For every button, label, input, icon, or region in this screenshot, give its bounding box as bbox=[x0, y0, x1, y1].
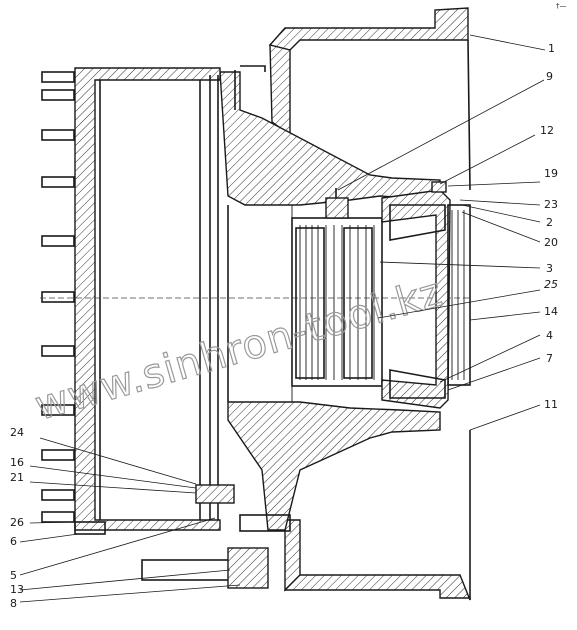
callout-14: 14 bbox=[544, 305, 558, 318]
callout-9: 9 bbox=[546, 70, 553, 83]
callout-20: 20 bbox=[544, 236, 558, 249]
disc-pack bbox=[291, 188, 383, 387]
callout-24: 24 bbox=[10, 426, 24, 439]
drum-housing bbox=[268, 7, 471, 601]
callout-7: 7 bbox=[546, 352, 553, 365]
wheel-studs bbox=[41, 71, 75, 523]
corner-mark: †— bbox=[556, 2, 567, 10]
callout-16: 16 bbox=[10, 456, 24, 469]
left-housing bbox=[74, 65, 266, 531]
stud bbox=[41, 129, 75, 141]
stud bbox=[41, 345, 75, 357]
callout-25: 25 bbox=[544, 278, 558, 291]
callout-2: 2 bbox=[546, 216, 553, 229]
callouts: 1 9 12 19 23 2 20 3 25 14 4 7 11 24 16 2… bbox=[10, 42, 558, 610]
callout-5: 5 bbox=[10, 569, 17, 582]
stud bbox=[41, 404, 75, 416]
stud bbox=[41, 489, 75, 501]
callout-1: 1 bbox=[548, 42, 555, 55]
stud bbox=[41, 449, 75, 461]
callout-8: 8 bbox=[10, 597, 17, 610]
stud bbox=[41, 291, 75, 303]
callout-26: 26 bbox=[10, 516, 24, 529]
callout-11: 11 bbox=[544, 398, 558, 411]
callout-19: 19 bbox=[544, 167, 558, 180]
callout-6: 6 bbox=[10, 535, 17, 548]
callout-23: 23 bbox=[544, 198, 558, 211]
bearing-assembly bbox=[381, 181, 471, 409]
stud bbox=[41, 176, 75, 188]
callout-4: 4 bbox=[546, 329, 553, 342]
callout-21: 21 bbox=[10, 471, 24, 484]
stud bbox=[41, 235, 75, 247]
stud bbox=[41, 71, 75, 83]
stud bbox=[41, 511, 75, 523]
callout-12: 12 bbox=[540, 124, 554, 137]
leader-lines bbox=[19, 34, 546, 603]
stud bbox=[41, 89, 75, 101]
lower-fasteners bbox=[74, 484, 291, 589]
callout-3: 3 bbox=[546, 262, 553, 275]
callout-13: 13 bbox=[10, 583, 24, 596]
